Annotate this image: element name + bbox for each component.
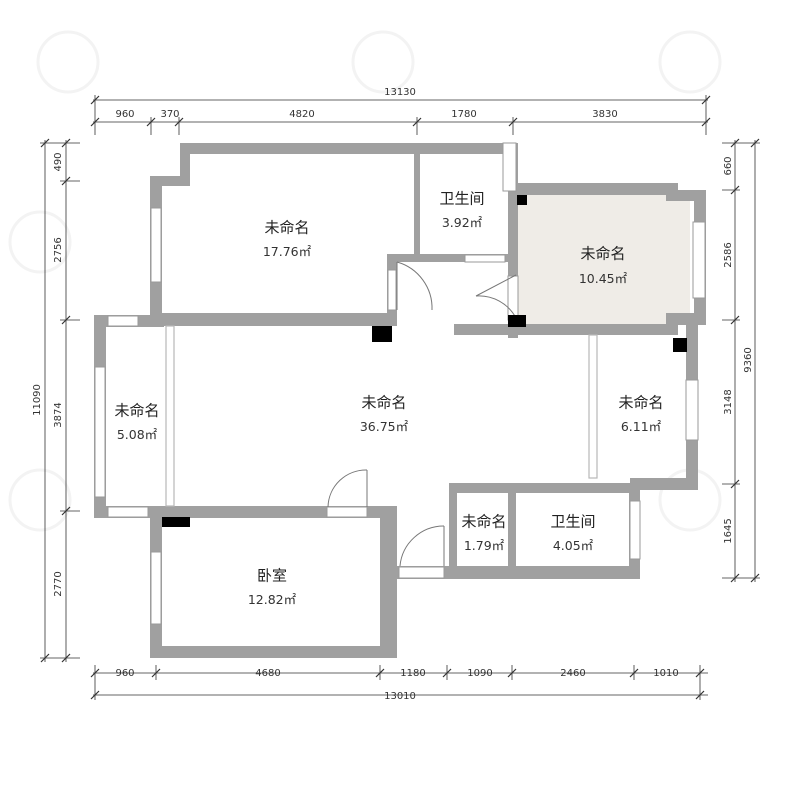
room-area-living: 36.75㎡ bbox=[359, 418, 409, 434]
dim-right-4: 1645 bbox=[723, 518, 734, 544]
dim-top-2: 370 bbox=[160, 109, 180, 120]
watermark bbox=[8, 30, 722, 532]
room-area-nw-bedroom: 17.76㎡ bbox=[262, 243, 312, 259]
dimension-ticks bbox=[40, 95, 760, 700]
dim-top-4: 1780 bbox=[451, 109, 477, 120]
dim-left-2: 2756 bbox=[53, 237, 64, 263]
dim-bottom-3: 1180 bbox=[400, 668, 426, 679]
dim-top-1: 960 bbox=[115, 109, 135, 120]
room-area-bath-top: 3.92㎡ bbox=[441, 214, 483, 230]
sliding-doors bbox=[165, 325, 598, 507]
windows bbox=[94, 142, 706, 625]
dim-top-5: 3830 bbox=[592, 109, 618, 120]
room-area-ne-room: 10.45㎡ bbox=[578, 270, 628, 286]
room-name-living: 未命名 bbox=[361, 393, 407, 412]
room-name-bath-bottom: 卫生间 bbox=[550, 512, 596, 531]
dim-bottom-6: 1010 bbox=[653, 668, 679, 679]
room-name-east-balcony: 未命名 bbox=[618, 393, 664, 412]
columns bbox=[162, 195, 687, 527]
dim-bottom-4: 1090 bbox=[467, 668, 493, 679]
dim-left-total: 11090 bbox=[32, 384, 43, 416]
room-area-bath-bottom: 4.05㎡ bbox=[552, 537, 594, 553]
dim-bottom-1: 960 bbox=[115, 668, 135, 679]
room-area-bedroom: 12.82㎡ bbox=[247, 591, 297, 607]
dim-left-3: 3874 bbox=[53, 402, 64, 428]
room-area-small-room: 1.79㎡ bbox=[463, 537, 505, 553]
room-name-nw-bedroom: 未命名 bbox=[264, 218, 310, 237]
ne-room-floor bbox=[517, 195, 690, 324]
dim-top-3: 4820 bbox=[289, 109, 315, 120]
dim-right-1: 660 bbox=[723, 156, 734, 176]
room-area-west-balcony: 5.08㎡ bbox=[116, 426, 158, 442]
dimension-lines bbox=[40, 95, 760, 700]
room-name-ne-room: 未命名 bbox=[580, 244, 626, 263]
dim-right-total: 9360 bbox=[743, 347, 754, 373]
room-name-bath-top: 卫生间 bbox=[439, 189, 485, 208]
dim-left-1: 490 bbox=[53, 152, 64, 172]
room-name-west-balcony: 未命名 bbox=[114, 401, 160, 420]
door-arcs bbox=[327, 261, 517, 567]
dim-bottom-total: 13010 bbox=[384, 691, 416, 702]
dim-right-2: 2586 bbox=[723, 242, 734, 268]
room-name-small-room: 未命名 bbox=[461, 512, 507, 531]
dim-top-total: 13130 bbox=[384, 87, 416, 98]
dim-bottom-2: 4680 bbox=[255, 668, 281, 679]
room-name-bedroom: 卧室 bbox=[256, 566, 288, 585]
dim-bottom-5: 2460 bbox=[560, 668, 586, 679]
room-area-east-balcony: 6.11㎡ bbox=[620, 418, 662, 434]
dim-left-4: 2770 bbox=[53, 571, 64, 597]
dim-right-3: 3148 bbox=[723, 389, 734, 415]
